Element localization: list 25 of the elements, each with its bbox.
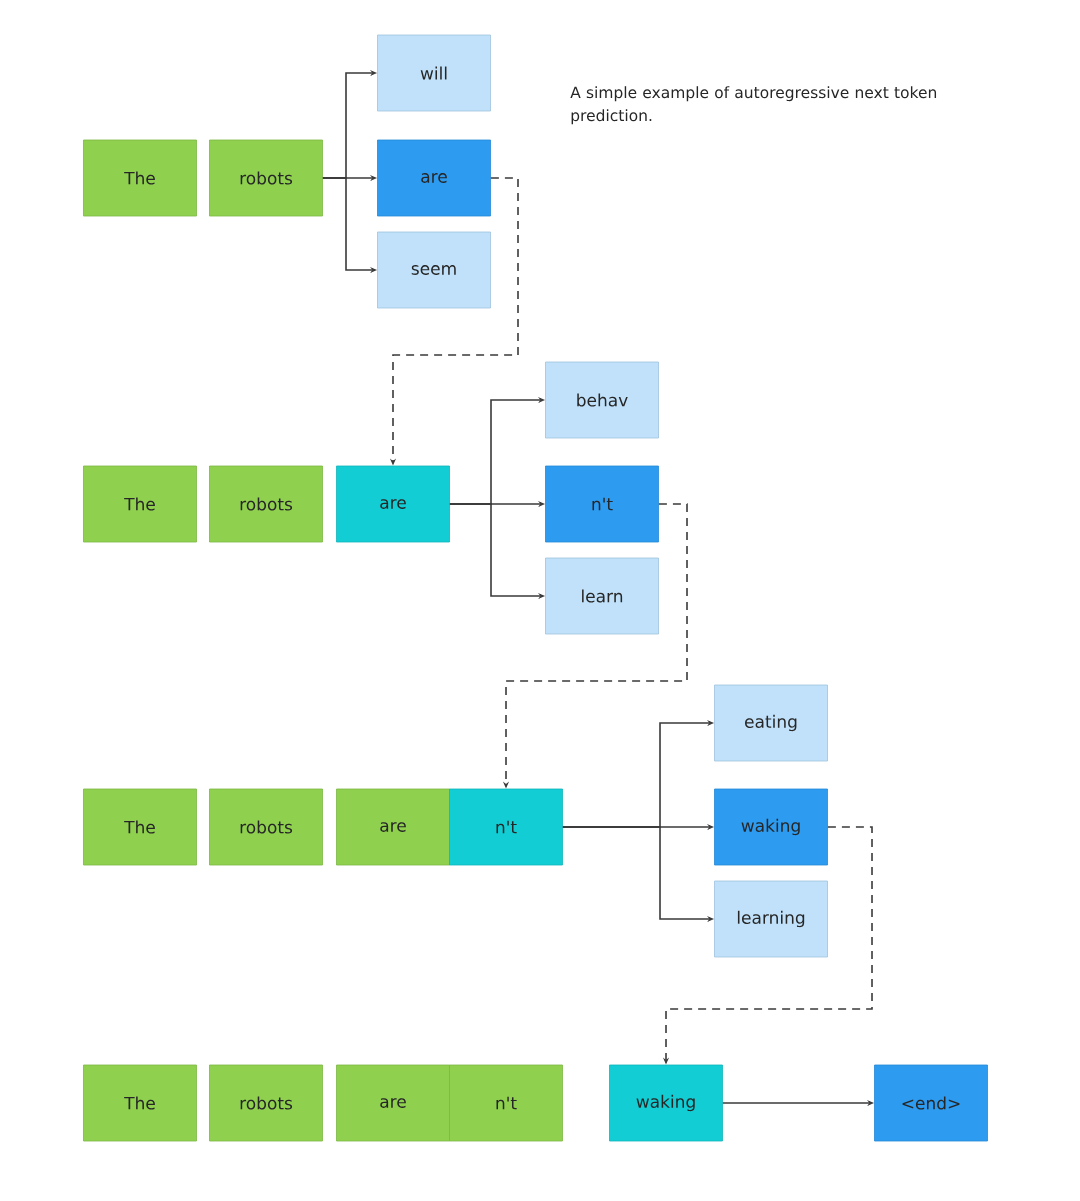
token-box: are — [336, 1064, 450, 1142]
token-box: robots — [209, 1064, 323, 1142]
token-box: are — [336, 788, 450, 866]
token-box: robots — [209, 139, 323, 217]
token-box: will — [377, 34, 491, 112]
token-box: The — [83, 788, 197, 866]
token-box: waking — [609, 1064, 723, 1142]
token-box: The — [83, 465, 197, 543]
token-box: eating — [714, 684, 828, 762]
token-box: <end> — [874, 1064, 988, 1142]
token-box: are — [336, 465, 450, 543]
token-box: learning — [714, 880, 828, 958]
token-box: The — [83, 1064, 197, 1142]
token-box: learn — [545, 557, 659, 635]
token-box: seem — [377, 231, 491, 309]
token-box: are — [377, 139, 491, 217]
token-box: n't — [449, 788, 563, 866]
token-box: robots — [209, 788, 323, 866]
caption-text: A simple example of autoregressive next token prediction. — [570, 86, 937, 125]
token-box: waking — [714, 788, 828, 866]
token-box: behav — [545, 361, 659, 439]
token-box: n't — [449, 1064, 563, 1142]
token-box: The — [83, 139, 197, 217]
token-box: n't — [545, 465, 659, 543]
token-box: robots — [209, 465, 323, 543]
